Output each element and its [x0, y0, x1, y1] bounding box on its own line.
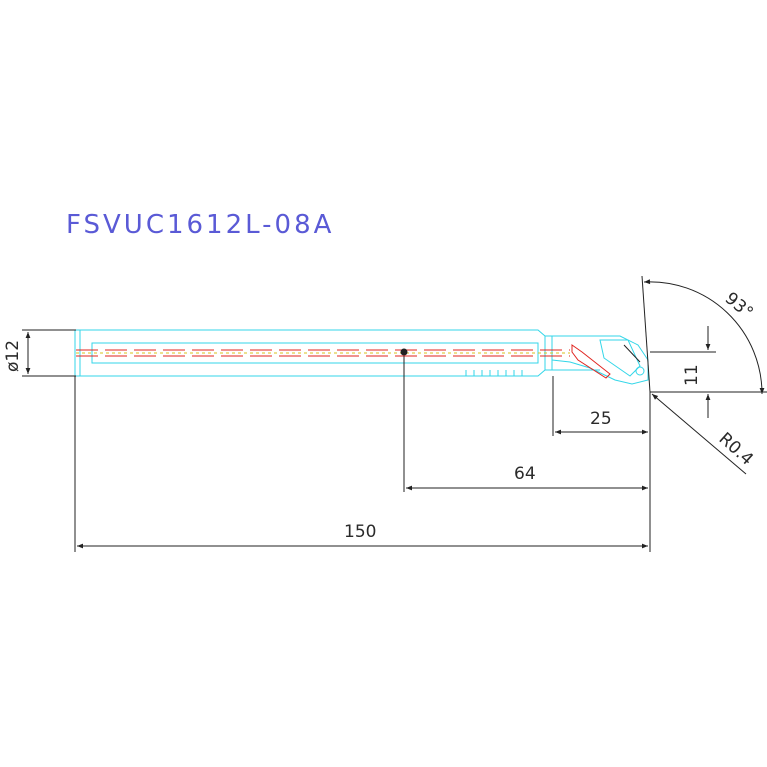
- drawing-title: FSVUC1612L-08A: [66, 210, 334, 240]
- angle-dimension: 93°: [641, 275, 767, 395]
- overall-length-label: 150: [344, 522, 376, 542]
- diameter-dimension: ø12: [3, 329, 76, 377]
- tool-head: [551, 335, 649, 385]
- overall-length-dimension: 150: [77, 522, 648, 549]
- offset-dimension: 11: [650, 326, 716, 418]
- radius-label: R0.4: [715, 429, 757, 470]
- reference-point: [400, 348, 408, 356]
- angle-label: 93°: [721, 289, 757, 324]
- head-length-label: 25: [590, 409, 612, 429]
- mid-length-label: 64: [514, 464, 536, 484]
- internal-channels: [76, 349, 570, 357]
- radius-dimension: R0.4: [651, 393, 757, 475]
- offset-label: 11: [682, 364, 702, 386]
- diameter-label: ø12: [3, 340, 23, 372]
- grip-ticks: [465, 370, 523, 376]
- mid-length-dimension: 64: [406, 464, 648, 491]
- head-length-dimension: 25: [555, 409, 648, 435]
